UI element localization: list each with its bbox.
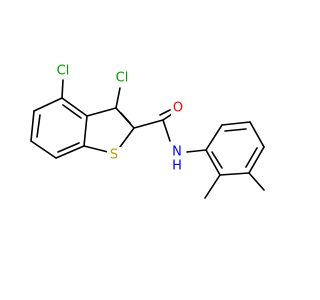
- bond: [205, 149, 221, 176]
- bond: [119, 127, 135, 148]
- bond: [120, 112, 131, 124]
- bond: [83, 145, 109, 153]
- sulfur-atom: S: [107, 147, 121, 163]
- molecule-structure: Cl Cl O S N H: [30, 64, 265, 199]
- bond: [61, 97, 88, 117]
- nitrogen-atom: N H: [170, 144, 185, 174]
- bond: [55, 145, 85, 159]
- chlorine-atom: Cl: [113, 71, 131, 86]
- bond: [62, 104, 82, 119]
- bond: [133, 119, 164, 129]
- bond: [186, 149, 207, 153]
- bond: [30, 140, 57, 159]
- atom-label-cl: Cl: [116, 71, 129, 86]
- atom-label-h: H: [172, 159, 182, 174]
- bond: [162, 119, 171, 142]
- bond: [83, 115, 88, 147]
- bond: [211, 151, 223, 169]
- chlorine-atom: Cl: [54, 64, 72, 79]
- bond: [224, 128, 247, 132]
- bond: [30, 110, 35, 142]
- bond: [86, 107, 117, 117]
- bond: [205, 124, 223, 151]
- bond: [159, 109, 171, 116]
- atom-labels: Cl Cl O S N H: [54, 64, 185, 174]
- bond: [115, 87, 121, 109]
- atom-label-s: S: [110, 148, 118, 163]
- oxygen-atom: O: [171, 100, 185, 116]
- bond: [57, 142, 80, 153]
- atom-label-n: N: [172, 145, 182, 160]
- bond: [248, 172, 265, 191]
- bond: [33, 97, 63, 112]
- bond: [204, 174, 221, 199]
- bond: [248, 146, 265, 174]
- atom-label-cl: Cl: [57, 64, 70, 79]
- bond: [61, 79, 64, 99]
- bond: [219, 172, 250, 176]
- bond: [249, 121, 265, 148]
- atom-label-o: O: [173, 101, 183, 116]
- bond: [245, 147, 258, 168]
- bond: [221, 121, 251, 126]
- bonds: [30, 79, 265, 199]
- bond: [36, 114, 41, 138]
- bond: [162, 113, 173, 121]
